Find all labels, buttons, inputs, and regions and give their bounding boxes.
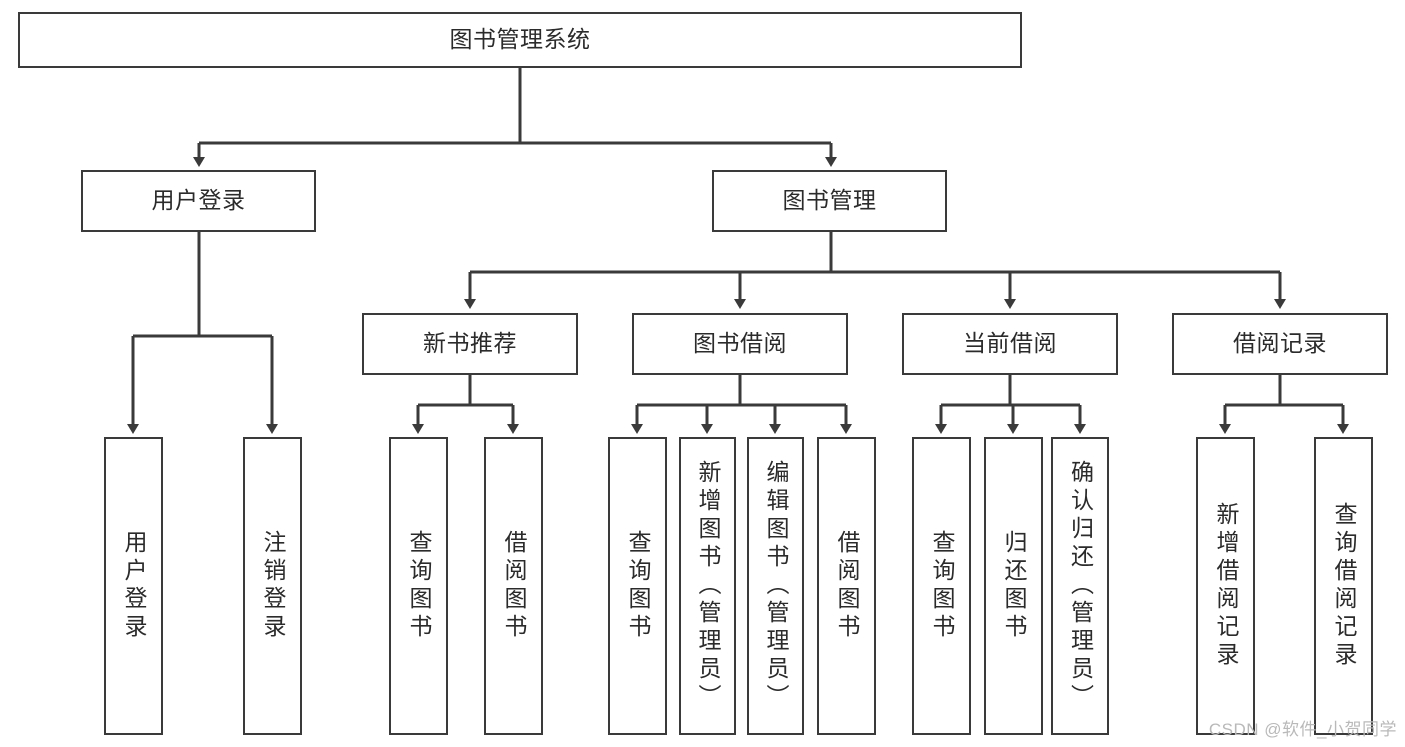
node-label: 图书借阅 bbox=[693, 330, 787, 357]
node-new-book-recommend[interactable]: 新书推荐 bbox=[362, 313, 578, 375]
node-label: 借阅记录 bbox=[1233, 330, 1327, 357]
leaf-user-login-login[interactable]: 用户登录 bbox=[104, 437, 163, 735]
leaf-new-book-query-book[interactable]: 查询图书 bbox=[389, 437, 448, 735]
node-label: 查询图书 bbox=[406, 530, 432, 642]
node-label: 查询图书 bbox=[929, 530, 955, 642]
leaf-borrow-record-add-record[interactable]: 新增借阅记录 bbox=[1196, 437, 1255, 735]
leaf-user-login-logout[interactable]: 注销登录 bbox=[243, 437, 302, 735]
node-borrow-record[interactable]: 借阅记录 bbox=[1172, 313, 1388, 375]
node-label: 用户登录 bbox=[121, 530, 147, 642]
node-label: 确认归还（管理员） bbox=[1067, 460, 1094, 712]
node-label: 当前借阅 bbox=[963, 330, 1057, 357]
node-label: 归还图书 bbox=[1001, 530, 1027, 642]
leaf-new-book-borrow-book[interactable]: 借阅图书 bbox=[484, 437, 543, 735]
node-label: 图书管理 bbox=[782, 187, 877, 214]
node-label: 图书管理系统 bbox=[449, 26, 591, 53]
node-label: 用户登录 bbox=[151, 187, 246, 214]
node-label: 注销登录 bbox=[260, 530, 286, 642]
leaf-book-borrow-borrow-book[interactable]: 借阅图书 bbox=[817, 437, 876, 735]
leaf-current-borrow-confirm-return-admin[interactable]: 确认归还（管理员） bbox=[1051, 437, 1109, 735]
node-label: 借阅图书 bbox=[834, 530, 860, 642]
node-label: 新增图书（管理员） bbox=[695, 460, 721, 712]
leaf-current-borrow-return-book[interactable]: 归还图书 bbox=[984, 437, 1043, 735]
csdn-watermark: CSDN @软件_小贺同学 bbox=[1208, 720, 1397, 739]
leaf-borrow-record-query-record[interactable]: 查询借阅记录 bbox=[1314, 437, 1373, 735]
leaf-book-borrow-add-book-admin[interactable]: 新增图书（管理员） bbox=[679, 437, 736, 735]
node-label: 新书推荐 bbox=[423, 330, 517, 357]
node-label: 借阅图书 bbox=[501, 530, 527, 642]
node-label: 新增借阅记录 bbox=[1213, 502, 1239, 670]
node-label: 查询图书 bbox=[625, 530, 651, 642]
leaf-book-borrow-query-book[interactable]: 查询图书 bbox=[608, 437, 667, 735]
leaf-book-borrow-edit-book-admin[interactable]: 编辑图书（管理员） bbox=[747, 437, 804, 735]
node-book-management[interactable]: 图书管理 bbox=[712, 170, 947, 232]
node-user-login[interactable]: 用户登录 bbox=[81, 170, 316, 232]
node-label: 查询借阅记录 bbox=[1331, 502, 1357, 670]
node-root-book-management-system[interactable]: 图书管理系统 bbox=[18, 12, 1022, 68]
node-current-borrow[interactable]: 当前借阅 bbox=[902, 313, 1118, 375]
leaf-current-borrow-query-book[interactable]: 查询图书 bbox=[912, 437, 971, 735]
node-label: 编辑图书（管理员） bbox=[763, 460, 789, 712]
node-book-borrow[interactable]: 图书借阅 bbox=[632, 313, 848, 375]
